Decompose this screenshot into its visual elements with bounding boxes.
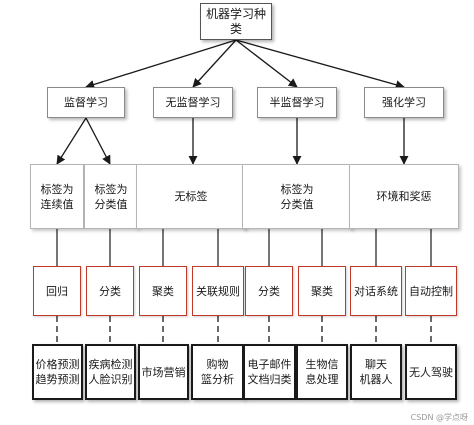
application-node-7: 聊天 机器人 [350,344,402,400]
method-node-3: 聚类 [139,266,187,316]
edge-root-cat2 [192,39,237,88]
watermark: CSDN @学点呀 [410,413,468,422]
application-node-3: 市场营销 [138,344,189,400]
category-node-1: 监督学习 [47,87,125,118]
method-node-1: 回归 [33,266,81,316]
task-node-5: 环境和奖惩 [349,164,459,229]
method-node-5: 分类 [245,266,293,316]
application-node-2: 疾病检测 人脸识别 [85,344,136,400]
application-node-5: 电子邮件 文档归类 [243,344,296,400]
task-node-3: 无标签 [136,164,246,229]
root-node: 机器学习种类 [200,3,272,40]
category-node-2: 无监督学习 [153,87,233,118]
edge-root-cat4 [235,39,405,90]
task-node-4: 标签为 分类值 [242,164,352,229]
edge-root-cat3 [235,39,298,88]
method-node-2: 分类 [86,266,134,316]
edge-cat1-task1 [56,117,87,165]
application-node-4: 购物 篮分析 [191,344,244,400]
task-node-2: 标签为 分类值 [84,164,138,229]
method-node-7: 对话系统 [350,266,402,316]
application-node-8: 无人驾驶 [405,344,457,400]
application-node-6: 生物信 息处理 [296,344,348,400]
edge-root-cat1 [85,39,237,89]
category-node-4: 强化学习 [364,87,444,118]
edge-cat1-task2 [85,117,111,165]
task-node-1: 标签为 连续值 [30,164,84,229]
method-node-4: 关联规则 [192,266,244,316]
category-node-3: 半监督学习 [257,87,337,118]
method-node-6: 聚类 [298,266,346,316]
application-node-1: 价格预测 趋势预测 [32,344,83,400]
method-node-8: 自动控制 [405,266,457,316]
